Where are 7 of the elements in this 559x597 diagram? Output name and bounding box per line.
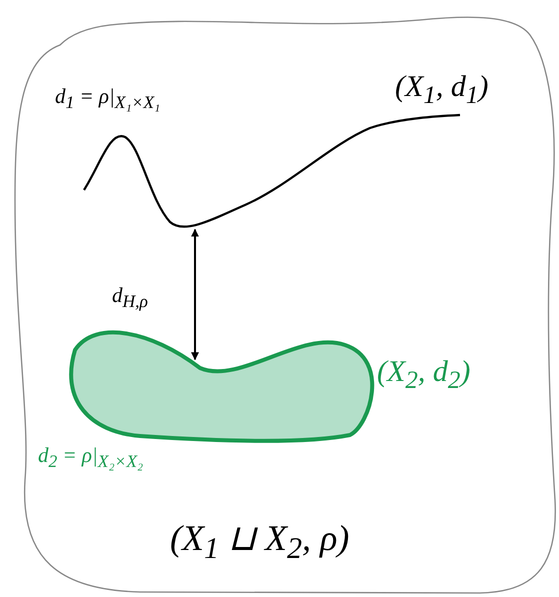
double-arrow <box>191 228 199 360</box>
metric-label: d$_{2}$ = ρ|$_{X₂×X₂}$ <box>38 445 144 471</box>
edge-label: d$_{H,ρ}$ <box>112 285 148 311</box>
space-label: (X$_{1}$ ⊔ X$_{2}$, ρ) <box>170 520 350 564</box>
metric-label: d$_{1}$ = ρ|$_{X₁×X₁}$ <box>55 86 160 112</box>
blob-label: (X$_{2}$, d$_{2}$) <box>377 357 470 393</box>
curve-label: (X$_{1}$, d$_{1}$) <box>395 72 488 108</box>
